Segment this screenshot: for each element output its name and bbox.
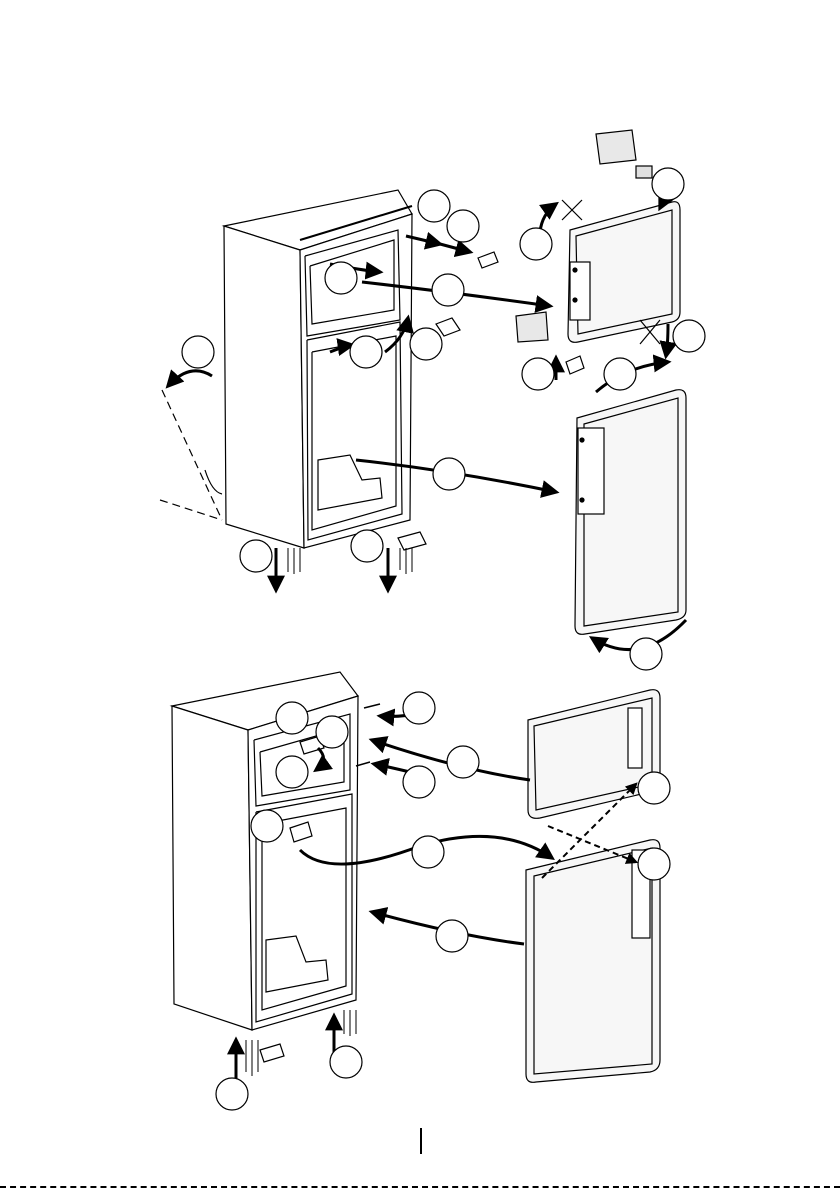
freezer-door-icon — [528, 690, 660, 819]
fridge-door-icon — [526, 840, 660, 1083]
figure-removal — [160, 130, 705, 670]
freezer-door-icon — [568, 202, 680, 343]
door-handle-icon — [628, 708, 642, 768]
fridge-cabinet-icon — [224, 190, 412, 548]
figure-reinstall — [172, 672, 670, 1110]
screw-icon — [288, 548, 412, 574]
screw-icon — [356, 704, 380, 766]
page-marker — [420, 1128, 422, 1154]
tilt-outline — [160, 390, 222, 520]
fridge-door-icon — [575, 390, 686, 635]
bottom-rule — [0, 1186, 840, 1188]
